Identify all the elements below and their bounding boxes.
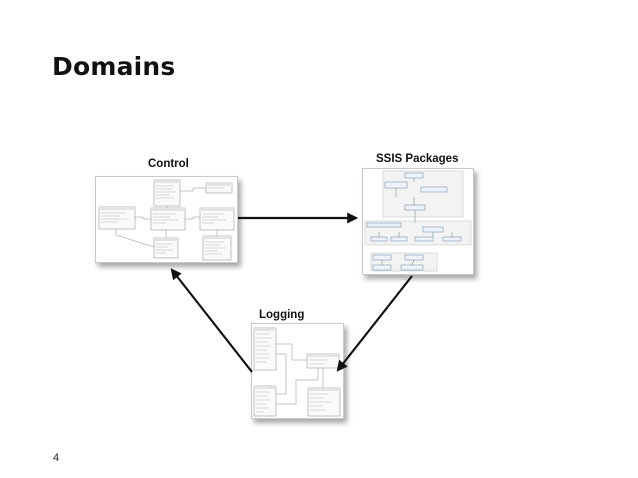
ssis-packages-label: SSIS Packages [376, 153, 459, 165]
ssis-control-flow-diagram [364, 170, 472, 272]
ssis-packages-thumbnail [362, 168, 474, 275]
slide-title: Domains [52, 52, 176, 81]
control-schema-diagram [98, 179, 235, 261]
page-number: 4 [53, 452, 60, 464]
arrow-logging-to-control [170, 268, 253, 373]
arrow-ssis-to-logging [336, 275, 413, 372]
logging-schema-diagram [253, 327, 341, 417]
logging-schema-thumbnail [251, 323, 344, 419]
logging-label: Logging [259, 309, 305, 321]
control-schema-thumbnail [95, 176, 238, 263]
control-label: Control [148, 158, 189, 170]
